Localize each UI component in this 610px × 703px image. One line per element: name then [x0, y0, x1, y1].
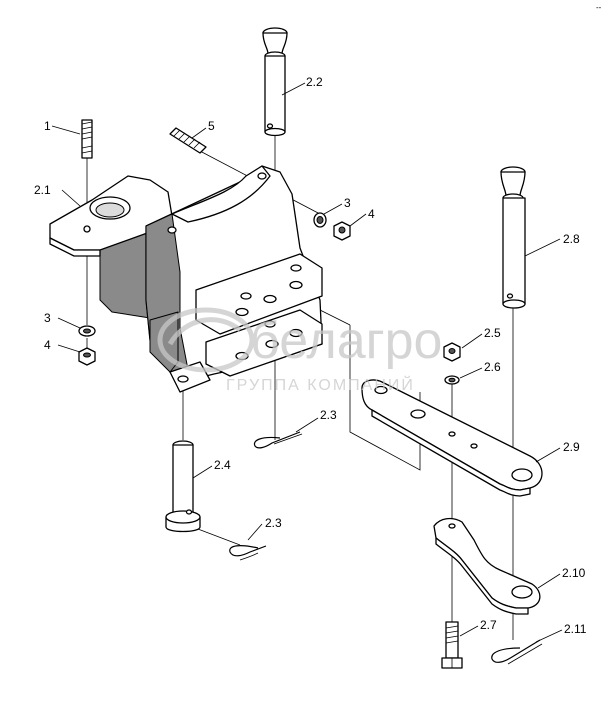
- pin-part-2-4: [165, 440, 201, 533]
- watermark-logo: [157, 307, 255, 373]
- callout-2-9: 2.9: [563, 440, 580, 454]
- callout-2-3-low: 2.3: [265, 516, 282, 530]
- callout-2-10: 2.10: [562, 566, 586, 580]
- callout-3-top: 3: [344, 196, 351, 210]
- drawbar-part-2-9: [361, 379, 543, 497]
- r-clip-part-2-3-mid: [253, 431, 303, 449]
- callout-2-7: 2.7: [480, 618, 497, 632]
- callout-2-1: 2.1: [34, 183, 51, 197]
- callout-2-11: 2.11: [564, 622, 587, 636]
- pin-part-2-8: [500, 166, 526, 309]
- nut-part-2-5: [443, 342, 461, 362]
- callout-2-8: 2.8: [563, 232, 580, 246]
- watermark-subtitle: ГРУППА КОМПАНИЙ: [226, 375, 415, 394]
- stud-part-1: [81, 119, 93, 159]
- callout-3-left: 3: [44, 311, 51, 325]
- callout-2-6: 2.6: [484, 360, 501, 374]
- stud-part-5: [169, 127, 207, 154]
- watermark-brand: белагро: [250, 312, 442, 370]
- callout-2-5: 2.5: [484, 326, 501, 340]
- callout-2-4: 2.4: [214, 458, 231, 472]
- callout-1: 1: [44, 119, 51, 133]
- r-clip-part-2-11: [491, 639, 543, 665]
- r-clip-part-2-3-low: [229, 545, 267, 561]
- pin-part-2-2: [262, 27, 288, 137]
- nut-part-4-left: [78, 347, 96, 366]
- callout-5: 5: [208, 119, 215, 133]
- callout-labels: 1 2.1 2.2 5 3 4 2.8 3 4 2.5 2.6 2.3 2.9 …: [34, 75, 587, 636]
- nut-part-4-top: [333, 221, 351, 241]
- callout-4-left: 4: [44, 338, 51, 352]
- washer-part-2-6: [444, 375, 460, 385]
- plate-part-2-10: [433, 517, 541, 615]
- bolt-part-2-7: [441, 621, 463, 669]
- callout-2-2: 2.2: [306, 75, 323, 89]
- callout-2-3-mid: 2.3: [320, 408, 337, 422]
- watermark: белагро ГРУППА КОМПАНИЙ: [157, 307, 442, 394]
- washer-part-3-top: [313, 212, 327, 228]
- leader-lines: [51, 82, 563, 643]
- callout-4-top: 4: [368, 207, 375, 221]
- corner-mark: --: [596, 3, 602, 12]
- washer-part-3-left: [78, 325, 96, 337]
